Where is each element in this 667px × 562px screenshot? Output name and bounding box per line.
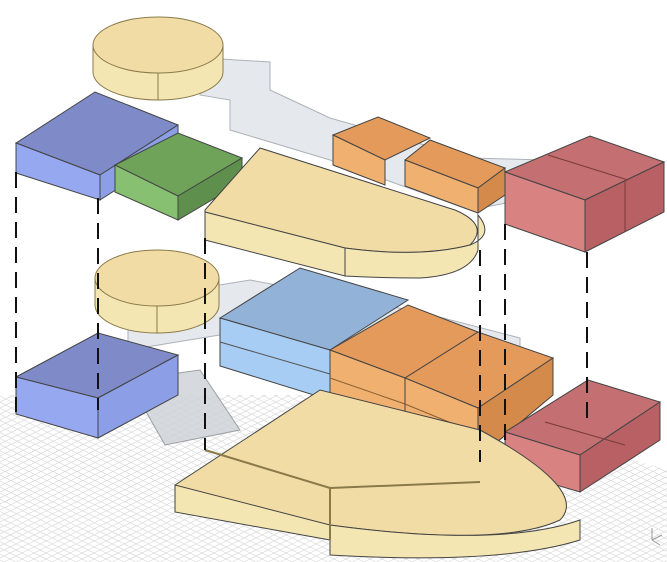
grid-line	[0, 395, 149, 562]
grid-line	[0, 395, 293, 562]
tan-wedge-lower	[174, 389, 581, 559]
green-block-upper	[113, 132, 244, 221]
grid-line	[0, 395, 185, 562]
grid-line	[0, 395, 173, 562]
grid-line	[0, 395, 369, 562]
grid-line	[0, 395, 233, 562]
grid-line	[0, 395, 269, 562]
orange-block-upper-left	[331, 116, 432, 186]
grid-line	[0, 395, 209, 562]
grid-line	[0, 395, 309, 562]
grid-line	[555, 395, 667, 562]
grid-line	[471, 395, 667, 562]
grid-line	[0, 395, 89, 562]
cylinder-lower	[94, 249, 220, 334]
grid-line	[0, 395, 137, 562]
grid-line	[0, 395, 357, 562]
grid-line	[0, 395, 345, 562]
red-block-lower	[503, 379, 662, 493]
grid-line	[591, 395, 667, 562]
grid-line	[0, 395, 113, 562]
cylinder-upper	[92, 16, 224, 101]
orange-block-upper-right	[404, 139, 507, 214]
grid-line	[543, 395, 667, 562]
grid-line	[579, 395, 667, 562]
grid-line	[0, 395, 333, 562]
grid-line	[0, 395, 77, 562]
grid-line	[0, 395, 245, 562]
grid-line	[0, 395, 101, 562]
grid-line	[0, 395, 81, 562]
grid-line	[0, 395, 281, 562]
grid-line	[0, 395, 297, 562]
grid-line	[0, 395, 125, 562]
grid-line	[0, 395, 65, 562]
lightblue-block-lower	[218, 267, 410, 401]
axis-triad-icon	[651, 528, 663, 546]
grid-line	[531, 395, 667, 562]
alignment-lines	[15, 172, 588, 462]
grid-line	[0, 395, 221, 562]
grid-line	[0, 395, 197, 562]
grid-line	[639, 395, 667, 562]
grid-line	[519, 395, 667, 562]
grid-line	[0, 395, 257, 562]
grid-line	[0, 395, 161, 562]
grid-line	[0, 395, 305, 562]
red-block-upper	[503, 135, 666, 253]
grid-line	[567, 395, 667, 562]
tan-wedge-upper	[204, 147, 486, 279]
grid-line	[0, 395, 321, 562]
